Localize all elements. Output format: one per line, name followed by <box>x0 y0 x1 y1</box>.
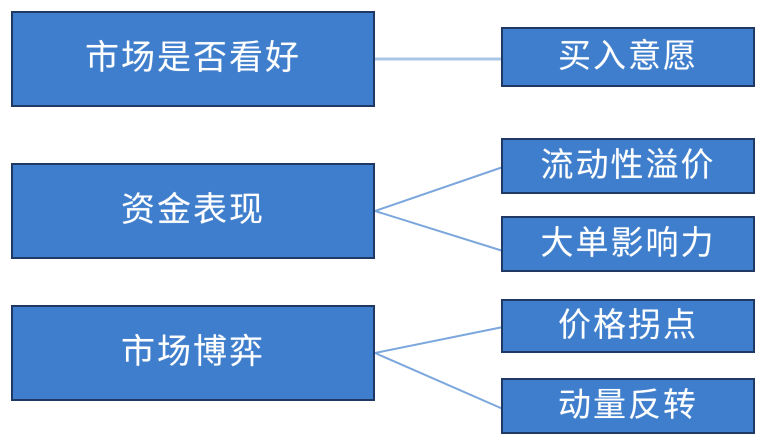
node-liquidity-premium-label: 流动性溢价 <box>540 147 716 184</box>
connector-market-game-to-price-turning <box>374 326 504 354</box>
node-capital-flow[interactable]: 资金表现 <box>11 163 375 259</box>
node-capital-flow-label: 资金表现 <box>121 192 265 229</box>
node-momentum-reversal[interactable]: 动量反转 <box>501 378 755 434</box>
connector-capital-flow-to-large-order <box>374 210 504 252</box>
node-market-game[interactable]: 市场博弈 <box>11 305 375 401</box>
node-market-outlook-label: 市场是否看好 <box>85 40 301 77</box>
node-large-order[interactable]: 大单影响力 <box>501 216 755 272</box>
node-buy-intent-label: 买入意愿 <box>558 38 698 75</box>
node-liquidity-premium[interactable]: 流动性溢价 <box>501 138 755 194</box>
connector-capital-flow-to-liquidity-premium <box>374 166 504 212</box>
node-market-game-label: 市场博弈 <box>121 334 265 371</box>
node-buy-intent[interactable]: 买入意愿 <box>501 27 755 87</box>
connector-market-game-to-momentum-reversal <box>374 352 504 410</box>
node-momentum-reversal-label: 动量反转 <box>558 387 698 424</box>
node-market-outlook[interactable]: 市场是否看好 <box>11 11 375 107</box>
node-price-turning[interactable]: 价格拐点 <box>501 299 755 353</box>
node-large-order-label: 大单影响力 <box>540 225 716 262</box>
node-price-turning-label: 价格拐点 <box>558 307 698 344</box>
